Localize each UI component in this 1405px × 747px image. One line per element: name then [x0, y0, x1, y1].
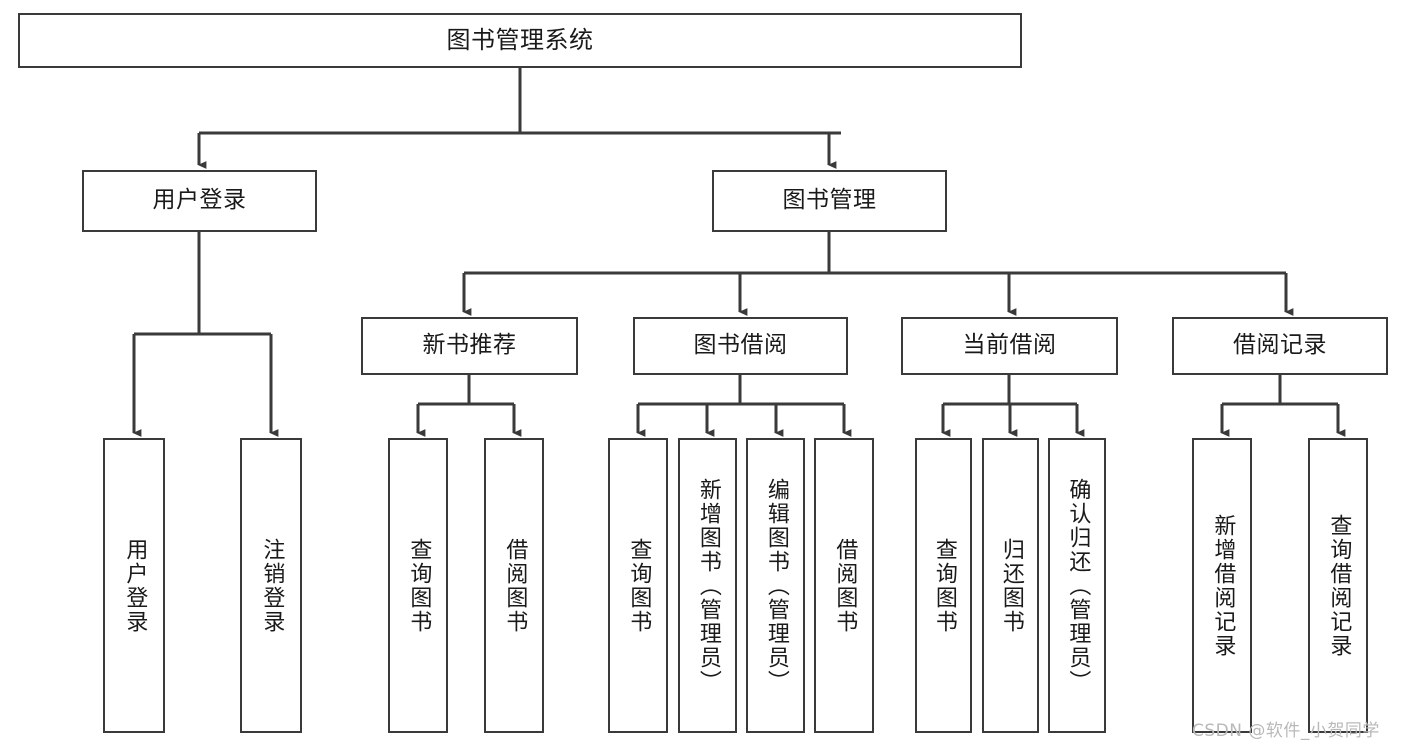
node-new-book-recommend[interactable]: 新书推荐 — [361, 317, 578, 375]
node-label: 查询图书 — [931, 537, 957, 634]
node-current-borrow[interactable]: 当前借阅 — [901, 317, 1118, 375]
node-label: 当前借阅 — [962, 332, 1057, 359]
node-label: 查询图书 — [626, 537, 652, 634]
node-leaf-confirm-return-admin[interactable]: 确认归还（管理员） — [1048, 438, 1106, 733]
node-label: 图书借阅 — [693, 332, 788, 359]
node-leaf-query-book-current[interactable]: 查询图书 — [915, 438, 972, 733]
node-leaf-borrow-book-borrow[interactable]: 借阅图书 — [814, 438, 874, 733]
node-label: 图书管理系统 — [446, 26, 594, 55]
node-label: 查询借阅记录 — [1326, 513, 1352, 658]
node-leaf-user-login[interactable]: 用户登录 — [103, 438, 165, 733]
csdn-watermark: CSDN @软件_小贺同学 — [1192, 721, 1380, 741]
node-label: 借阅图书 — [502, 537, 528, 634]
node-label: 确认归还（管理员） — [1065, 477, 1091, 694]
node-label: 借阅记录 — [1233, 332, 1327, 359]
node-label: 借阅图书 — [832, 537, 858, 634]
node-leaf-query-book-newbook[interactable]: 查询图书 — [388, 438, 448, 733]
node-root-book-management-system[interactable]: 图书管理系统 — [18, 13, 1022, 68]
node-leaf-add-book-admin[interactable]: 新增图书（管理员） — [678, 438, 737, 733]
node-leaf-borrow-book-newbook[interactable]: 借阅图书 — [484, 438, 544, 733]
node-book-borrow[interactable]: 图书借阅 — [633, 317, 848, 375]
node-leaf-return-book[interactable]: 归还图书 — [982, 438, 1039, 733]
node-leaf-logout[interactable]: 注销登录 — [240, 438, 302, 733]
node-label: 图书管理 — [782, 187, 877, 214]
node-borrow-record[interactable]: 借阅记录 — [1172, 317, 1388, 375]
node-label: 用户登录 — [122, 537, 148, 634]
node-label: 归还图书 — [998, 537, 1024, 634]
node-label: 用户登录 — [152, 187, 247, 214]
node-book-management[interactable]: 图书管理 — [712, 170, 947, 232]
node-label: 查询图书 — [406, 537, 432, 634]
node-label: 新书推荐 — [422, 332, 517, 359]
node-label: 编辑图书（管理员） — [763, 477, 789, 694]
node-label: 新增借阅记录 — [1210, 513, 1236, 658]
node-user-login[interactable]: 用户登录 — [82, 170, 317, 232]
node-label: 新增图书（管理员） — [695, 477, 721, 694]
node-leaf-query-book-borrow[interactable]: 查询图书 — [608, 438, 668, 733]
node-leaf-edit-book-admin[interactable]: 编辑图书（管理员） — [746, 438, 805, 733]
node-leaf-add-borrow-record[interactable]: 新增借阅记录 — [1192, 438, 1252, 733]
node-leaf-query-borrow-record[interactable]: 查询借阅记录 — [1308, 438, 1368, 733]
node-label: 注销登录 — [259, 537, 285, 634]
